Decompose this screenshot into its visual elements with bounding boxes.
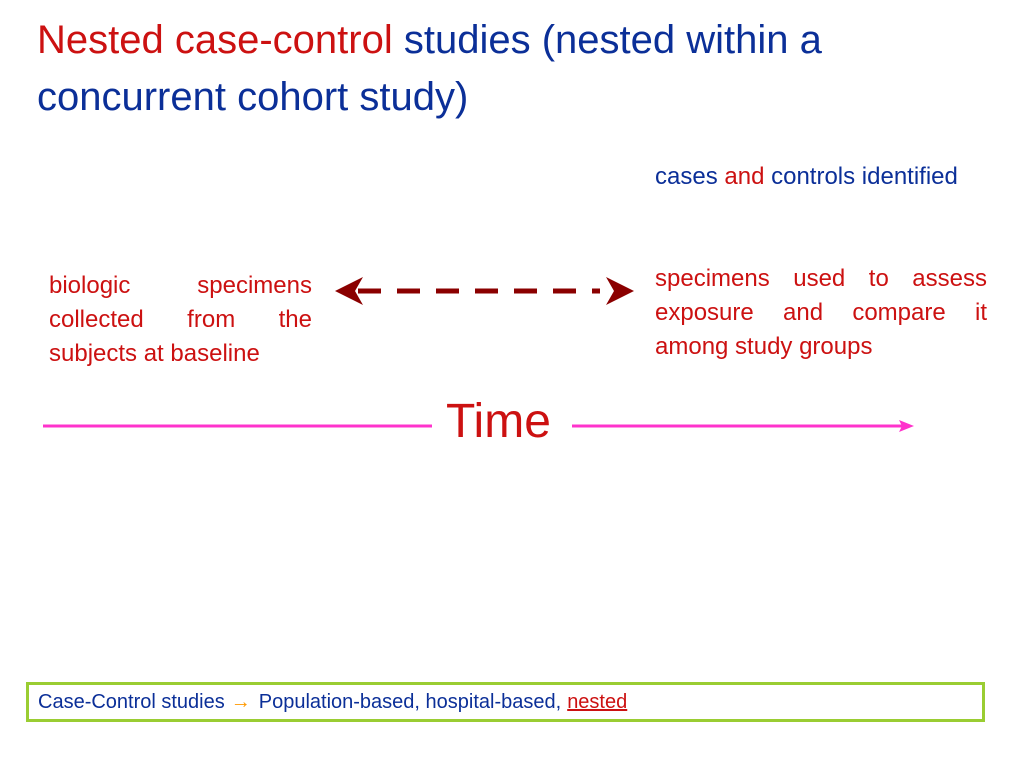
right-arrowhead	[606, 277, 634, 305]
left-arrowhead	[335, 277, 363, 305]
timeline-arrow	[43, 420, 914, 432]
dashed-double-arrow	[335, 277, 634, 305]
and-word: and	[724, 163, 765, 190]
summary-box: Case-Control studies → Population-based,…	[26, 682, 985, 722]
cases-controls-note: cases and controls identified	[655, 163, 958, 190]
title-rest: studies (nested within a concurrent coho…	[37, 18, 822, 119]
right-arrow-icon: →	[230, 690, 251, 713]
specimens-assessment-note: specimens used to assess exposure and co…	[655, 265, 987, 360]
time-label: Time	[446, 395, 551, 448]
footer-middle: Population-based, hospital-based,	[258, 690, 562, 713]
nested-term: nested	[567, 690, 628, 713]
slide-title: Nested case-control studies (nested with…	[37, 12, 997, 126]
title-highlight: Nested case-control	[37, 18, 393, 62]
footer-prefix: Case-Control studies	[38, 690, 225, 713]
timeline-arrowhead	[899, 420, 914, 432]
baseline-specimens-note: biologic specimens collected from the su…	[49, 272, 312, 367]
